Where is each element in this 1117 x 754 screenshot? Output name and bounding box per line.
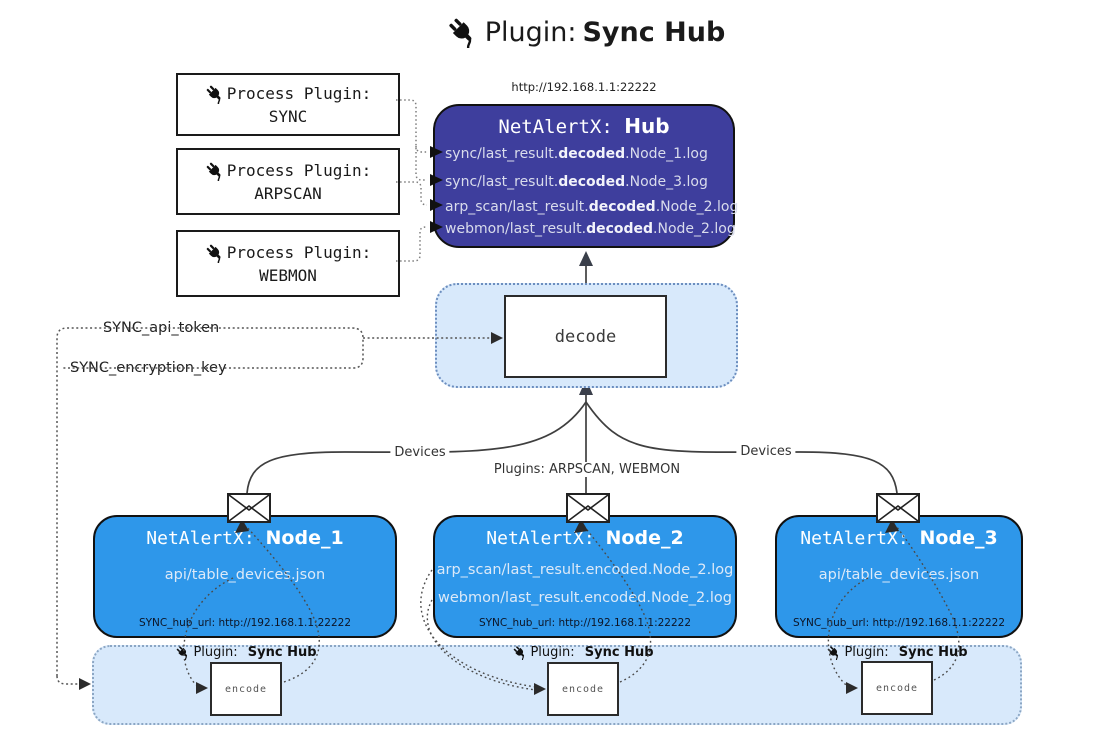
plug-icon: [446, 16, 479, 48]
edge-label-plugins: Plugins: ARPSCAN, WEBMON: [489, 462, 685, 477]
encode-box: encode: [210, 662, 282, 716]
process-plugin-label: Process Plugin:: [226, 161, 372, 180]
node-title: NetAlertX: Node_2: [486, 527, 684, 549]
band-plugin-label: Plugin: Sync Hub: [512, 645, 654, 660]
process-plugin-sync: Process Plugin: SYNC: [176, 73, 400, 136]
page-title-name: Sync Hub: [582, 16, 726, 48]
band-plugin-label: Plugin: Sync Hub: [175, 645, 317, 660]
page-title-prefix: Plugin:: [484, 16, 577, 48]
link-arpscan-hub: [396, 181, 428, 206]
process-plugin-label: Process Plugin:: [226, 243, 372, 262]
process-plugin-name: ARPSCAN: [254, 183, 322, 203]
link-webmon-hub: [396, 226, 427, 262]
plug-icon: [204, 83, 225, 104]
node-log-line: api/table_devices.json: [164, 567, 326, 583]
arrowhead-hub: [579, 251, 593, 266]
process-plugin-name: WEBMON: [259, 265, 317, 285]
node-3-box: NetAlertX: Node_3 api/table_devices.json…: [775, 515, 1023, 638]
process-plugin-arpscan: Process Plugin: ARPSCAN: [176, 148, 400, 215]
node-1-box: NetAlertX: Node_1 api/table_devices.json…: [93, 515, 397, 638]
decode-box: decode: [504, 295, 667, 378]
node-2-box: NetAlertX: Node_2 arp_scan/last_result.e…: [433, 515, 737, 638]
hub-log-line: sync/last_result.decoded.Node_3.log: [445, 174, 708, 190]
hub-log-line: arp_scan/last_result.decoded.Node_2.log: [445, 199, 739, 215]
page-title: Plugin: Sync Hub: [446, 16, 726, 48]
node-log-line: webmon/last_result.encoded.Node_2.log: [437, 590, 732, 606]
process-plugin-webmon: Process Plugin: WEBMON: [176, 230, 400, 297]
arrowhead-env-band: [79, 678, 91, 690]
link-sync-hub-branch: [415, 145, 427, 153]
link-sync-hub: [396, 99, 427, 181]
edge-label-devices-left: Devices: [390, 445, 450, 460]
plug-icon: [175, 645, 191, 660]
hub-log-line: sync/last_result.decoded.Node_1.log: [445, 146, 708, 162]
sync-api-token-label: SYNC_api_token: [100, 320, 223, 336]
encode-box: encode: [547, 662, 619, 716]
node-title: NetAlertX: Node_1: [146, 527, 344, 549]
node-log-line: arp_scan/last_result.encoded.Node_2.log: [436, 562, 734, 578]
edge-label-devices-right: Devices: [736, 444, 796, 459]
sync-encryption-key-label: SYNC_encryption_key: [67, 360, 230, 376]
node-hub-url: SYNC_hub_url: http://192.168.1.1:22222: [138, 617, 352, 629]
hub-log-line: webmon/last_result.decoded.Node_2.log: [445, 221, 736, 237]
node-hub-url: SYNC_hub_url: http://192.168.1.1:22222: [792, 617, 1006, 629]
process-plugin-label: Process Plugin:: [226, 84, 372, 103]
encode-box: encode: [861, 661, 933, 715]
node-hub-url: SYNC_hub_url: http://192.168.1.1:22222: [478, 617, 692, 629]
process-plugin-name: SYNC: [268, 106, 308, 126]
link-env-band: [56, 675, 82, 685]
band-plugin-label: Plugin: Sync Hub: [826, 645, 968, 660]
plug-icon: [512, 645, 528, 660]
hub-url: http://192.168.1.1:22222: [511, 80, 657, 94]
plug-icon: [826, 645, 842, 660]
hub-box: NetAlertX: Hub sync/last_result.decoded.…: [433, 104, 739, 248]
plug-icon: [204, 160, 225, 181]
node-log-line: api/table_devices.json: [818, 567, 980, 583]
hub-title: NetAlertX: Hub: [498, 114, 670, 138]
node-title: NetAlertX: Node_3: [800, 527, 998, 549]
plug-icon: [204, 242, 225, 263]
